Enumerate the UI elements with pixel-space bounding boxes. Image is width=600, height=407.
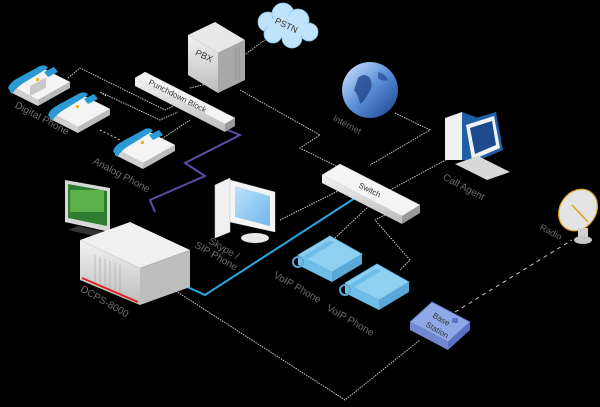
dcps-monitor[interactable] — [65, 180, 110, 236]
pstn-cloud[interactable]: PSTN — [257, 2, 319, 49]
wire-digital-phone-1 — [67, 67, 181, 111]
wire-digital-phone-2 — [99, 91, 179, 121]
digital-phone-2[interactable] — [48, 92, 111, 133]
wire-base-radio — [454, 239, 573, 313]
wire-dcps-base — [139, 267, 421, 401]
radio-dish[interactable] — [551, 182, 600, 244]
skype-sip-computer[interactable] — [214, 177, 276, 243]
wire-analog-phone — [159, 119, 191, 141]
wire-switch-voip1 — [334, 204, 371, 239]
internet-globe[interactable] — [342, 62, 398, 118]
wire-switch-skype — [279, 189, 341, 221]
call-agent-computer[interactable] — [445, 112, 510, 180]
pbx-device[interactable]: PBX — [188, 22, 245, 93]
wire-pbx-switch — [239, 89, 341, 169]
wire-internet-switch — [369, 112, 432, 166]
wire-digital-analog — [99, 129, 121, 141]
network-switch[interactable]: Switch — [321, 163, 421, 224]
wire-switch-voip2 — [374, 204, 411, 271]
base-station[interactable]: Base Station — [409, 301, 471, 350]
dcps-chassis[interactable] — [80, 222, 190, 305]
voip-phone-1[interactable] — [292, 235, 363, 282]
wire-ethernet-dcps-switch — [182, 197, 356, 297]
voip-phone-2[interactable] — [339, 263, 410, 310]
analog-phone[interactable] — [113, 128, 176, 169]
wire-analog-trunk — [148, 127, 243, 213]
digital-phone-1[interactable] — [8, 65, 71, 106]
